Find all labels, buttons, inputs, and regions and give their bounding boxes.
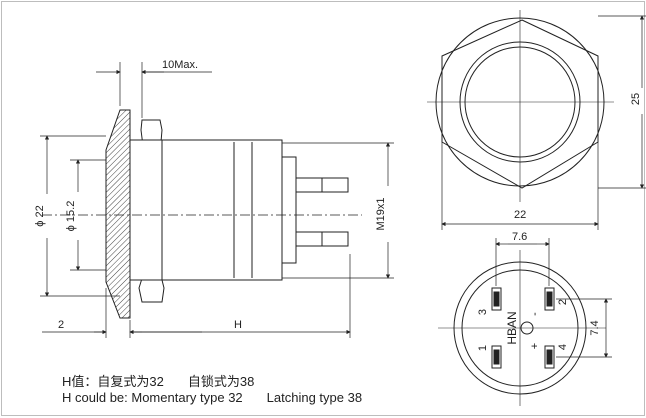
dim-ten-max: 10Max. [162, 59, 198, 71]
caption-cn-latching: 自锁式为38 [187, 374, 255, 389]
dim-seven-six: 7.6 [512, 231, 527, 243]
terminal-label-2: 2 [557, 299, 569, 305]
dim-two: 2 [58, 319, 64, 331]
caption-cn-momentary: H值：自复式为32 [62, 374, 164, 389]
caption-english: H could be: Momentary type 32 Latching ty… [62, 390, 362, 405]
dim-m19x1: M19x1 [375, 197, 387, 230]
front-view [427, 10, 646, 230]
dim-phi22: ϕ 22 [34, 205, 46, 226]
dim-phi15-2: ϕ 15.2 [65, 201, 77, 232]
terminal-label-4: 4 [557, 344, 569, 350]
side-view [40, 62, 394, 338]
dim-twentytwo: 22 [514, 209, 526, 221]
dim-twentyfive: 25 [630, 93, 642, 105]
rear-view [438, 238, 612, 406]
dim-seven-four: 7.4 [589, 320, 601, 335]
terminal-label-3: 3 [477, 309, 489, 315]
caption-chinese: H值：自复式为32 自锁式为38 [62, 371, 254, 390]
front-bezel [105, 109, 131, 319]
caption-en-momentary: H could be: Momentary type 32 [62, 390, 243, 405]
terminal-label-1: 1 [477, 345, 489, 351]
minus-label: - [529, 312, 541, 316]
rear-collar [281, 156, 297, 264]
plus-label: + [529, 343, 541, 349]
threaded-body [129, 139, 283, 281]
brand-mark: HBAN [505, 311, 519, 344]
dim-h: H [234, 319, 242, 331]
caption-en-latching: Latching type 38 [266, 390, 363, 405]
